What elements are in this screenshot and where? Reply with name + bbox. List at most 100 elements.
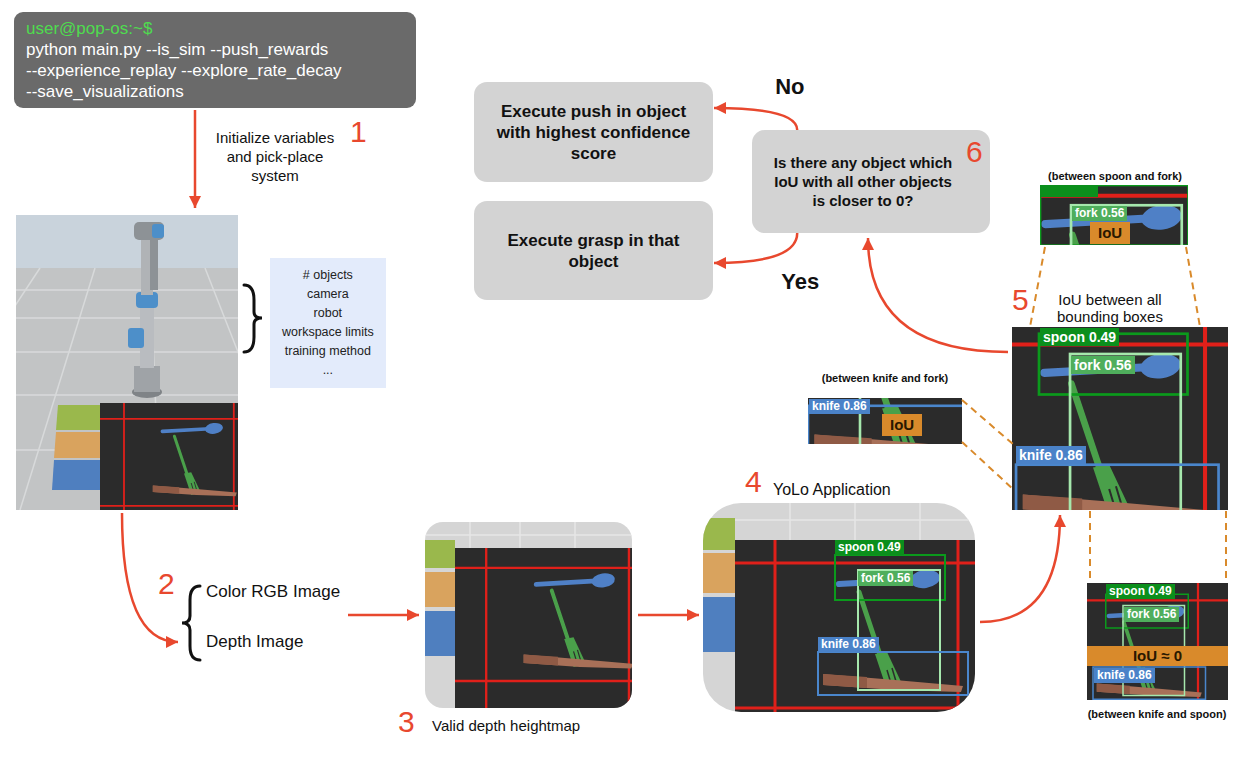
decision-arrow: [714, 108, 797, 130]
detection-label: fork 0.56: [1124, 607, 1179, 622]
crop-knife-fork: [808, 398, 962, 444]
crop-knife-fork: [808, 398, 962, 444]
simulation-screenshot: [16, 351, 238, 353]
callout-number: 5: [1012, 284, 1029, 316]
detection-label: knife 0.86: [809, 399, 870, 414]
heightmap-image: [455, 548, 632, 708]
crop-spoon-fork: [1040, 185, 1188, 245]
simulation-screenshot: [150, 240, 158, 290]
yolo-image: [703, 519, 975, 521]
node-text: # objects: [282, 266, 374, 285]
heightmap-image: [425, 522, 632, 708]
edge-label: No: [775, 74, 804, 99]
crop-spoon-fork: [1040, 185, 1188, 245]
yolo-image: [854, 503, 856, 540]
node-text: robot: [282, 304, 374, 323]
terminal-box: user@pop-os:~$python main.py --is_sim --…: [14, 12, 416, 108]
iou-tag: IoU: [882, 414, 922, 436]
callout-number: 6: [966, 136, 983, 168]
edge-label: Yes: [781, 269, 819, 294]
flow-arrow: [868, 238, 1008, 352]
simulation-screenshot: [16, 268, 40, 510]
bounding-box-image: [1016, 334, 1219, 510]
flow-arrow: [194, 110, 197, 208]
simulation-screenshot: [128, 328, 144, 348]
command-line: --experience_replay --explore_rate_decay: [26, 60, 404, 81]
heightmap-image: [425, 534, 632, 536]
yolo-image: [818, 555, 968, 695]
action-box: Execute grasp in that object: [474, 201, 713, 300]
detection-label: fork 0.56: [858, 571, 913, 586]
heightmap-image: [455, 548, 632, 708]
flow-arrow: [348, 614, 419, 617]
detection-label: knife 0.86: [818, 637, 879, 652]
zoom-leader: [962, 400, 1014, 445]
bounding-box-image: [1012, 327, 1228, 510]
simulation-screenshot: [56, 405, 100, 430]
flow-arrow: [122, 513, 178, 642]
node-text: python main.py --is_sim --push_rewards -…: [26, 39, 404, 102]
command-line: --save_visualizations: [26, 81, 404, 102]
detection-label: spoon 0.49: [1106, 584, 1175, 599]
crop-knife-fork: [808, 398, 962, 444]
simulation-screenshot: [16, 215, 238, 510]
image-caption: Valid depth heightmap: [432, 716, 580, 735]
node-text: workspace limits: [282, 323, 374, 342]
crop-spoon-fork: [1040, 185, 1098, 197]
crop-knife-spoon: [1087, 583, 1228, 700]
callout-number: 4: [745, 466, 762, 498]
crop-caption: (between spoon and fork): [1035, 170, 1195, 183]
heightmap-image: [425, 522, 632, 548]
crop-caption: (between knife and fork): [805, 372, 965, 385]
node-text: Execute push in object with highest conf…: [488, 101, 699, 164]
decision-arrow: [714, 233, 797, 263]
heightmap-image: [425, 540, 455, 568]
node-text: camera: [282, 285, 374, 304]
input-caption: Depth Image: [206, 632, 303, 652]
image-caption: YoLo Application: [773, 480, 891, 499]
callout-number: 3: [398, 706, 415, 738]
node-text: ...: [282, 361, 374, 380]
yolo-image: [789, 503, 791, 540]
detection-label: spoon 0.49: [1040, 328, 1119, 346]
detection-label: fork 0.56: [1071, 356, 1135, 374]
zoom-leader: [1089, 511, 1091, 582]
step-caption: Initialize variables and pick-place syst…: [205, 128, 345, 185]
decision-box: Is there any object which IoU with all o…: [752, 130, 990, 233]
zoom-leader: [962, 247, 1226, 582]
iou-tag: IoU: [1090, 222, 1130, 244]
flow-arrow: [980, 515, 1060, 622]
yolo-image: [703, 503, 975, 540]
heightmap-image: [425, 611, 455, 656]
node-text: Is there any object which IoU with all o…: [766, 153, 960, 210]
yolo-image: [703, 597, 735, 652]
zoom-leader: [1225, 511, 1227, 582]
callout-number: 2: [158, 568, 175, 600]
yolo-image: [735, 540, 975, 712]
simulation-screenshot: [52, 460, 100, 490]
parameter-list: # objectscamerarobotworkspace limitstrai…: [270, 258, 386, 388]
crop-spoon-fork: [1040, 185, 1188, 245]
brace: [244, 285, 262, 352]
detection-label: knife 0.86: [1094, 668, 1155, 683]
zoom-leader: [1186, 247, 1200, 327]
detection-label: fork 0.56: [1072, 206, 1127, 221]
simulation-screenshot: [100, 403, 238, 510]
simulation-screenshot: [134, 222, 164, 240]
node-text: user@pop-os:~$: [26, 18, 404, 39]
zoom-leader: [962, 442, 1014, 490]
brace: [182, 285, 262, 660]
yolo-image: [703, 503, 975, 712]
image-caption: IoU between all bounding boxes: [1040, 291, 1180, 325]
heightmap-image: [425, 572, 455, 607]
command-line: python main.py --is_sim --push_rewards: [26, 39, 404, 60]
action-box: Execute push in object with highest conf…: [474, 82, 713, 182]
simulation-screenshot: [134, 366, 160, 392]
bounding-box-image: [1012, 327, 1228, 510]
detection-label: knife 0.86: [1016, 446, 1086, 464]
crop-caption: (between knife and spoon): [1072, 708, 1242, 721]
simulation-screenshot: [16, 289, 238, 291]
yolo-image: [703, 553, 735, 593]
input-caption: Color RGB Image: [206, 582, 340, 602]
